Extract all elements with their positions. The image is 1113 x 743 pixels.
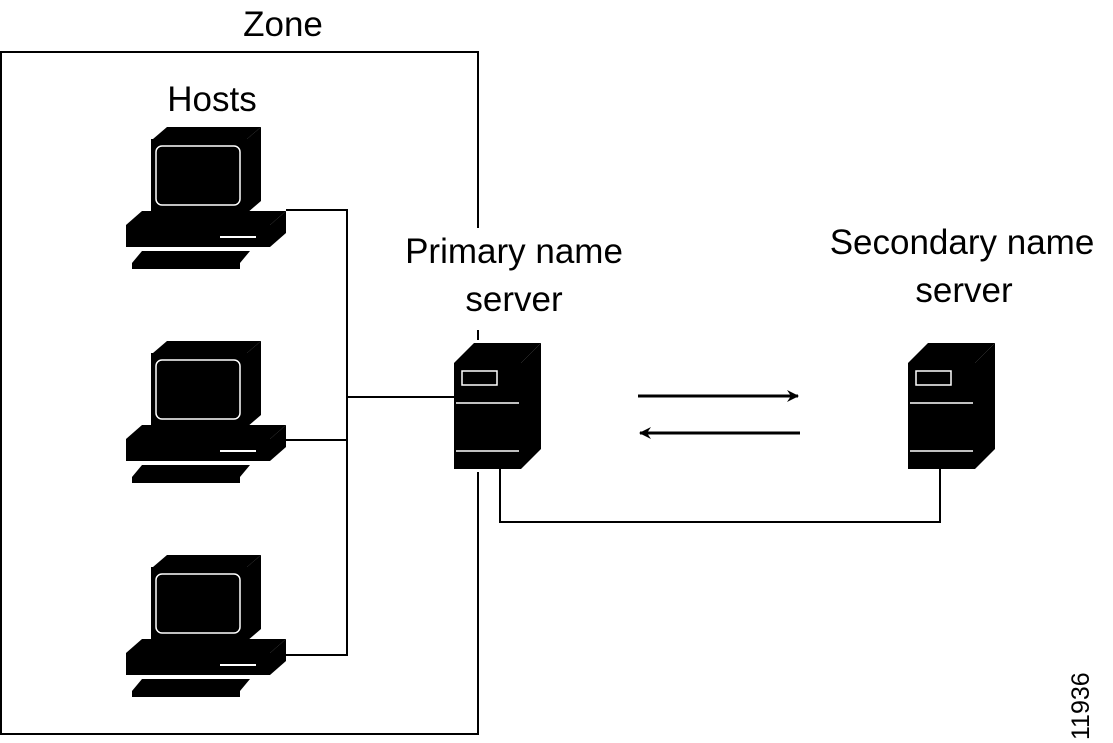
host-computer-icon [125,126,287,270]
secondary-server-icon [907,342,996,470]
primary-server-icon [453,342,542,470]
primary-server-label: server [465,280,563,319]
host-computer-icon [125,340,287,484]
host-connection-line [286,209,348,656]
secondary-server-label: server [915,271,1013,310]
primary-server-label: Primary name [405,232,623,271]
host-computer-icon [125,554,287,698]
server-link-line [499,469,941,523]
figure-number: 11936 [1067,672,1095,740]
zone-boundary [0,51,479,735]
secondary-server-label: Secondary name [830,223,1095,262]
hosts-label: Hosts [167,80,256,119]
zone-label: Zone [243,5,323,44]
